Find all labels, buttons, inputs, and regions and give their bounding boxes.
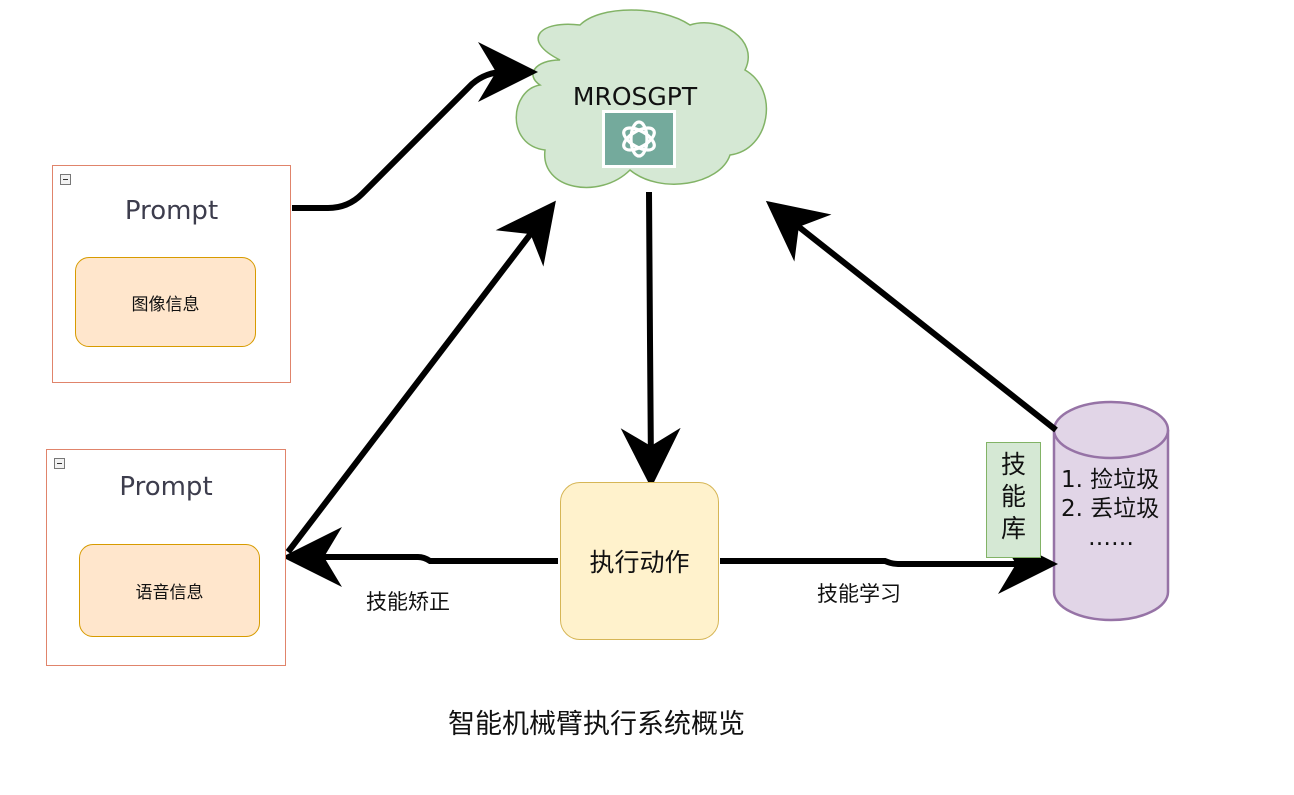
skill-item: 2. 丢垃圾 bbox=[1061, 496, 1160, 522]
image-info-box: 图像信息 bbox=[75, 257, 256, 347]
diagram-caption: 智能机械臂执行系统概览 bbox=[448, 709, 745, 740]
voice-info-box: 语音信息 bbox=[79, 544, 260, 637]
mrosgpt-cloud bbox=[515, 9, 768, 189]
edge-execute-to-prompt bbox=[282, 527, 558, 587]
skill-item: 1. 捡垃圾 bbox=[1061, 467, 1160, 493]
skill-library-char: 技 bbox=[1000, 450, 1026, 479]
edge-store-to-gpt bbox=[765, 200, 1058, 433]
collapse-icon[interactable] bbox=[54, 458, 65, 469]
edge-prompt-to-gpt-correction bbox=[285, 200, 556, 554]
collapse-icon[interactable] bbox=[60, 174, 71, 185]
prompt-title: Prompt bbox=[124, 196, 219, 226]
execute-action-box: 执行动作 bbox=[560, 482, 719, 640]
edge-gpt-to-execute bbox=[620, 191, 681, 488]
skill-learning-label: 技能学习 bbox=[817, 582, 901, 606]
prompt-title: Prompt bbox=[119, 472, 213, 502]
skill-list: 1. 捡垃圾 2. 丢垃圾 …… bbox=[1061, 466, 1171, 553]
prompt-container-voice: Prompt 语音信息 bbox=[46, 449, 286, 666]
skill-store-cylinder bbox=[1052, 400, 1170, 622]
prompt-container-image: Prompt 图像信息 bbox=[52, 165, 291, 383]
skill-item: …… bbox=[1088, 525, 1134, 551]
skill-library-char: 能 bbox=[1000, 482, 1026, 511]
openai-logo-icon bbox=[602, 110, 676, 168]
edge-prompt-to-gpt bbox=[292, 42, 538, 211]
skill-library-label: 技 能 库 bbox=[986, 442, 1041, 558]
skill-correction-label: 技能矫正 bbox=[366, 590, 450, 614]
edge-execute-to-store bbox=[720, 534, 1058, 594]
skill-library-char: 库 bbox=[1000, 514, 1026, 543]
mrosgpt-label: MROSGPT bbox=[572, 82, 698, 111]
